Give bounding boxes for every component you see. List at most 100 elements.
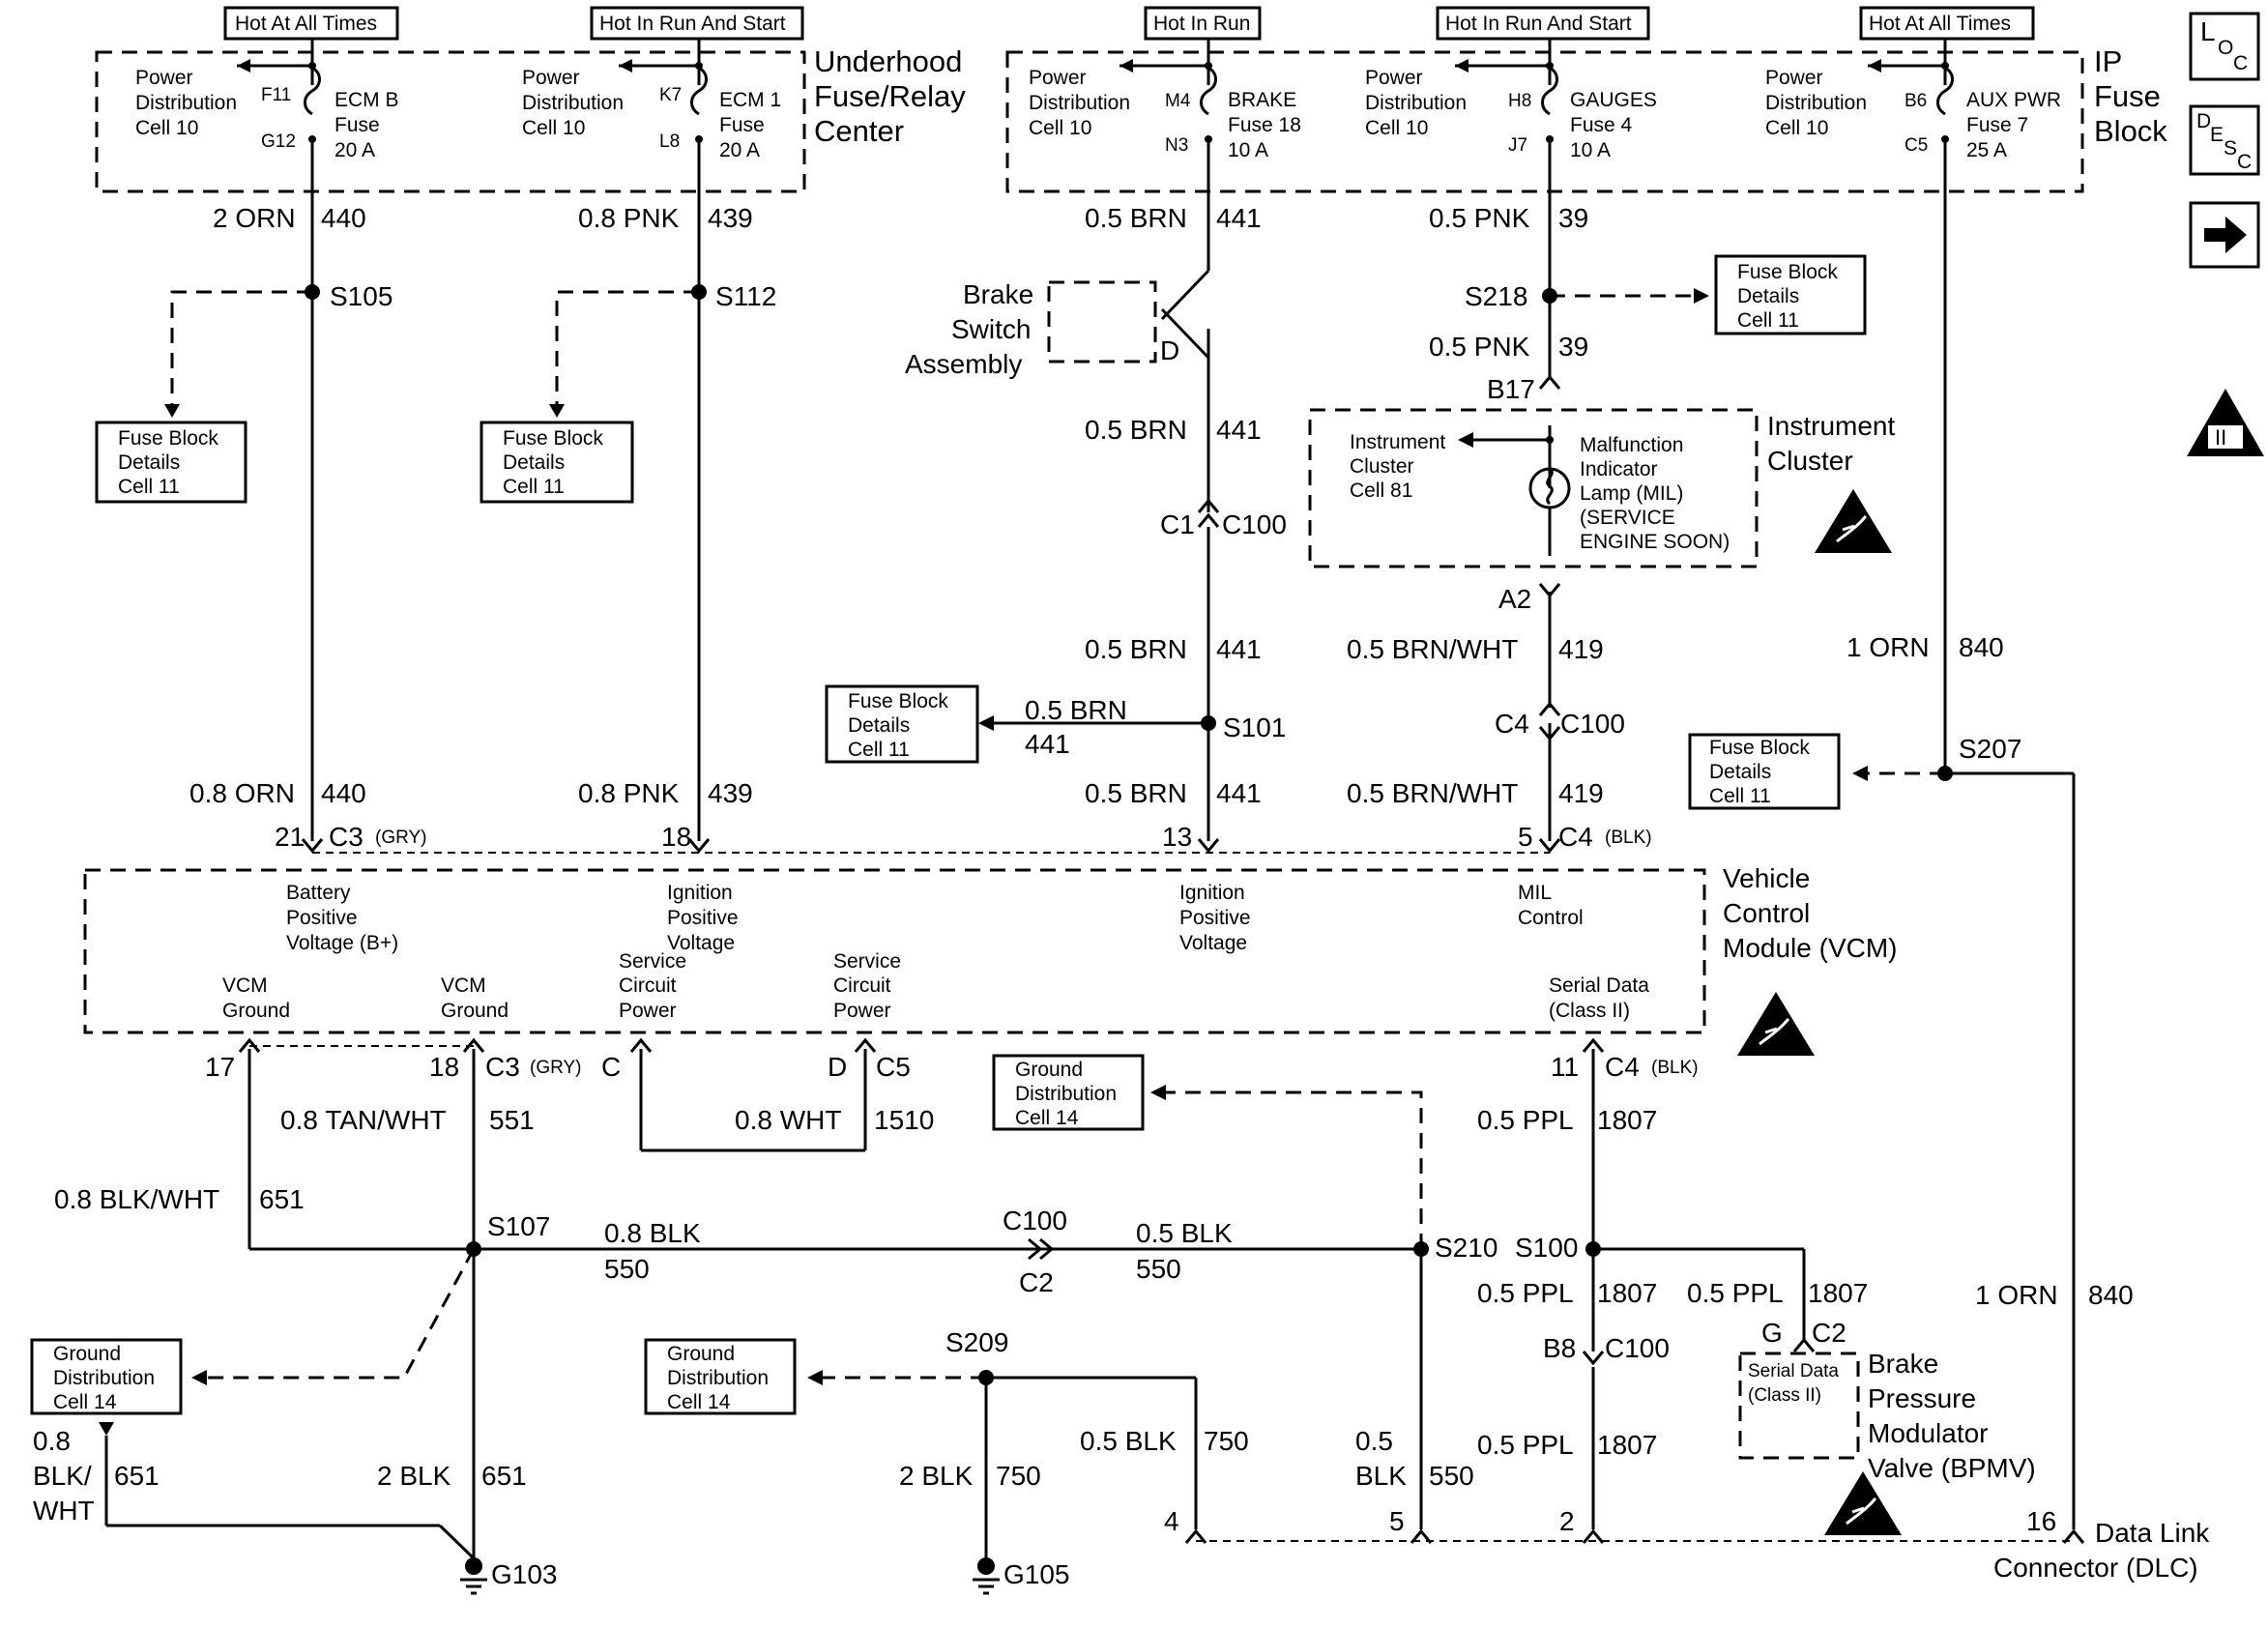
cluster-title-1: Instrument — [1767, 411, 1895, 441]
mil-label-1: Malfunction — [1580, 434, 1683, 456]
fuse-name: ECM 1 — [719, 89, 781, 111]
vcm-scp1-a: Service — [619, 950, 686, 973]
loc-l: L — [2200, 16, 2216, 46]
splice-s100: S100 — [1515, 1233, 1578, 1263]
ip-fuse-block-outline — [1005, 50, 2084, 193]
wire-color: 0.8 PNK — [578, 203, 680, 233]
vcm-bat-2: Positive — [286, 907, 358, 929]
dlc-label-1: Data Link — [2095, 1518, 2210, 1548]
mil-label-4: (SERVICE — [1580, 507, 1675, 529]
connector-symbols — [238, 374, 2085, 1544]
wire-color: 0.8 BLK/WHT — [54, 1184, 219, 1214]
ip-label-1: IP — [2094, 44, 2122, 78]
wire-color: 0.5 BRN — [1085, 778, 1187, 808]
conn-color: (BLK) — [1605, 828, 1652, 848]
dlc-label-2: Connector (DLC) — [1993, 1553, 2198, 1583]
wire-color: 2 BLK — [899, 1461, 974, 1491]
circuit-number: 1510 — [874, 1105, 934, 1135]
feed-label-5: Hot At All Times — [1869, 13, 2011, 35]
circuit-number: 550 — [604, 1254, 650, 1284]
conn-b8: B8 — [1543, 1333, 1576, 1363]
gd-3-l3: Cell 14 — [667, 1391, 731, 1413]
splice-s105: S105 — [330, 281, 393, 311]
pd-label-5a: Power — [1765, 67, 1823, 89]
underhood-label-3: Center — [814, 114, 904, 148]
conn-c2: C2 — [1019, 1267, 1054, 1297]
circuit-number: 39 — [1558, 203, 1588, 233]
esd-warning-icon — [1815, 489, 1892, 553]
ground-g105: G105 — [1003, 1559, 1070, 1589]
conn-color: (GRY) — [375, 828, 426, 848]
pin-16: 16 — [2026, 1506, 2056, 1536]
bpmv-serial-1: Serial Data — [1748, 1361, 1839, 1381]
desc-s: S — [2224, 137, 2237, 160]
wire-color: 0.5 PPL — [1477, 1278, 1574, 1308]
underhood-fuse-center-outline — [95, 50, 806, 193]
vcm-outline — [83, 868, 1706, 1034]
mil-label-3: Lamp (MIL) — [1580, 482, 1683, 505]
wire-color: 0.5 BRN — [1085, 415, 1187, 445]
wire-color: 0.5 BLK — [1136, 1218, 1233, 1248]
feed-label-3: Hot In Run — [1153, 13, 1250, 35]
fuse-pin-out: J7 — [1508, 135, 1527, 156]
pd-label-3c: Cell 10 — [1029, 117, 1091, 139]
gd-2-l3: Cell 14 — [53, 1391, 117, 1413]
vcm-ign-2: Positive — [667, 907, 739, 929]
brake-switch-label-3: Assembly — [905, 349, 1022, 379]
pd-label-1c: Cell 10 — [135, 117, 198, 139]
pd-label-2b: Distribution — [522, 92, 624, 114]
circuit-number: 550 — [1136, 1254, 1181, 1284]
vcm-scp2-c: Power — [833, 1000, 891, 1022]
vcm-gnd2-a: VCM — [441, 974, 486, 997]
pin-5: 5 — [1389, 1506, 1405, 1536]
brake-switch-label-1: Brake — [963, 279, 1033, 309]
conn-b17: B17 — [1487, 374, 1535, 404]
fuse-word: Fuse 7 — [1966, 114, 2028, 136]
fuse-pin-in: M4 — [1165, 91, 1191, 111]
feed-label-1: Hot At All Times — [235, 13, 377, 35]
wire-color: 0.8 WHT — [735, 1105, 841, 1135]
fuse-word: Fuse — [334, 114, 380, 136]
vcm-bat-3: Voltage (B+) — [286, 932, 398, 954]
splice-s210: S210 — [1435, 1233, 1497, 1263]
bpmv-serial-2: (Class II) — [1748, 1385, 1821, 1406]
obd-ii-icon: II OBD II — [2187, 389, 2264, 459]
vcm-ign-1: Ignition — [667, 882, 733, 904]
vcm-scp2-b: Circuit — [833, 974, 891, 997]
cluster-ref-2: Cluster — [1350, 455, 1414, 478]
vcm-mil-2: Control — [1518, 907, 1584, 929]
loc-c: C — [2233, 52, 2248, 74]
bpmv-title-4: Valve (BPMV) — [1868, 1453, 2036, 1483]
gd-2-l2: Distribution — [53, 1367, 155, 1389]
ip-label-2: Fuse — [2094, 79, 2161, 113]
desc-button[interactable]: D E S C — [2189, 104, 2260, 176]
fbd-4-l1: Fuse Block — [848, 690, 948, 712]
fuse-name: AUX PWR — [1966, 89, 2061, 111]
fuse-word: Fuse 4 — [1570, 114, 1633, 136]
pd-label-4b: Distribution — [1365, 92, 1467, 114]
ground-symbols — [99, 1422, 1000, 1595]
fuse-pin-in: K7 — [659, 85, 682, 105]
pd-label-1b: Distribution — [135, 92, 237, 114]
desc-d: D — [2196, 110, 2211, 132]
feed-label-4: Hot In Run And Start — [1445, 13, 1632, 35]
circuit-number: 750 — [1204, 1426, 1249, 1456]
fuse-rating: 25 A — [1966, 139, 2007, 161]
fbd-3-l2: Details — [1737, 285, 1799, 307]
fuse-pin-in: H8 — [1508, 91, 1531, 111]
fbd-2-l2: Details — [503, 451, 565, 474]
circuit-number: 750 — [996, 1461, 1041, 1491]
loc-o: O — [2218, 37, 2233, 59]
wire-color: 0.5 PNK — [1429, 332, 1530, 362]
next-arrow-button[interactable] — [2189, 201, 2260, 269]
fuse-word: Fuse — [719, 114, 765, 136]
loc-button[interactable]: L O C — [2189, 12, 2260, 81]
esd-warning-icon — [1824, 1471, 1902, 1535]
conn-c100: C100 — [1560, 709, 1625, 739]
vcm-gnd1-b: Ground — [222, 1000, 290, 1022]
circuit-number: 440 — [321, 778, 366, 808]
fbd-2-l3: Cell 11 — [503, 476, 565, 498]
gd-1-l1: Ground — [1015, 1059, 1083, 1081]
pin-13: 13 — [1162, 822, 1192, 852]
esd-warning-icon — [1737, 992, 1815, 1056]
